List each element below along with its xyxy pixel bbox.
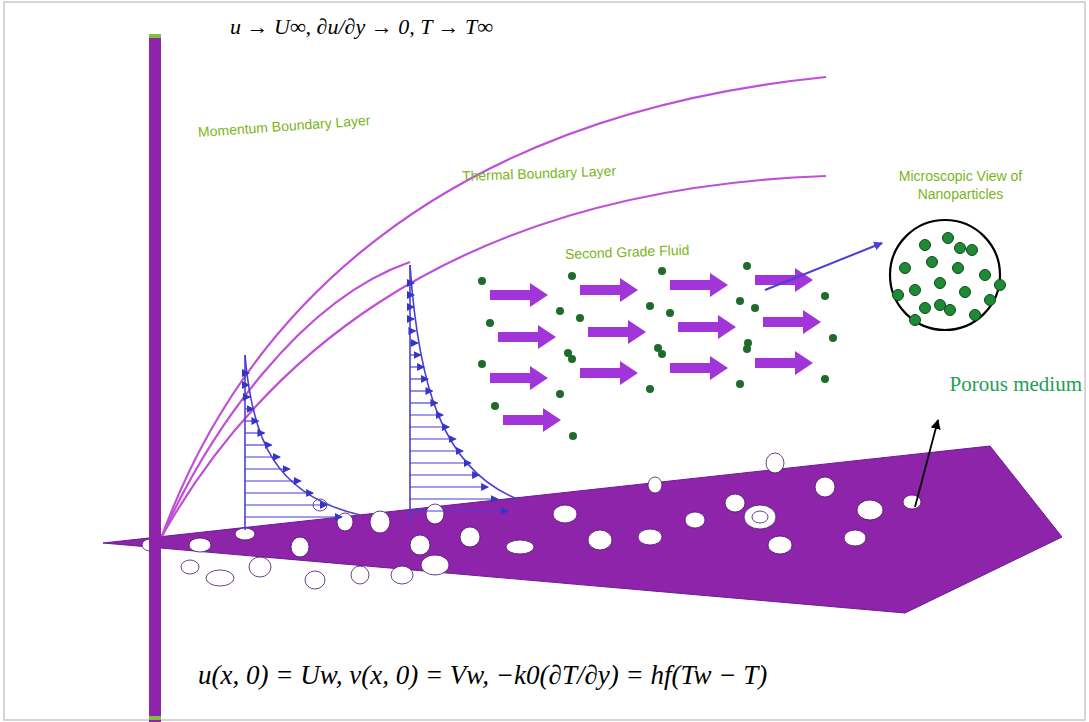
region-label: Momentum Boundary Layer xyxy=(197,112,370,140)
region-label: Thermal Boundary Layer xyxy=(462,163,617,184)
callout-label: Porous medium xyxy=(950,372,1082,397)
flow-arrow xyxy=(503,408,561,432)
leader-arrow xyxy=(765,243,882,290)
boundary-condition-wall: u(x, 0) = Uw, v(x, 0) = Vw, −k0(∂T/∂y) =… xyxy=(198,660,767,691)
fluid-curve xyxy=(162,262,410,536)
flow-arrow xyxy=(670,356,728,380)
boundary-condition-far: u → U∞, ∂u/∂y → 0, T → T∞ xyxy=(230,14,493,40)
velocity-profiles xyxy=(245,265,520,530)
flow-arrow xyxy=(490,366,548,390)
flow-arrow xyxy=(498,325,556,349)
flow-arrow xyxy=(490,283,548,307)
nanoparticle-view xyxy=(890,220,1000,330)
flow-arrow xyxy=(670,273,728,297)
pores xyxy=(142,453,921,589)
flow-arrow xyxy=(755,268,813,292)
momentum-boundary-curve xyxy=(162,77,826,536)
porous-plate xyxy=(103,446,1062,613)
leader-arrow xyxy=(915,420,938,507)
flow-arrow xyxy=(580,361,638,385)
flow-arrow xyxy=(678,315,736,339)
flow-arrow xyxy=(580,278,638,302)
thermal-boundary-curve xyxy=(162,176,826,536)
callout-label: Microscopic View of Nanoparticles xyxy=(893,168,1028,203)
flow-arrow xyxy=(755,351,813,375)
region-label: Second Grade Fluid xyxy=(565,242,690,262)
vertical-wall xyxy=(149,36,161,722)
flow-arrow xyxy=(588,320,646,344)
flow-arrow xyxy=(763,310,821,334)
